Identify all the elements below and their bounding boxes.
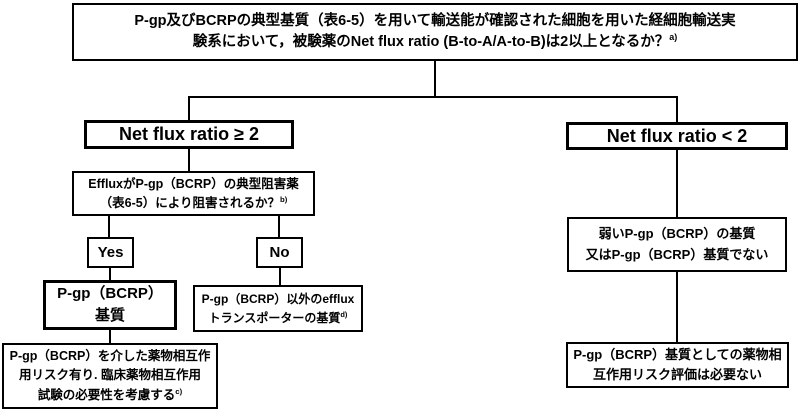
right-branch-header-box: Net flux ratio < 2 [566, 122, 788, 150]
footnote-marker-c: c) [175, 386, 183, 396]
connector-root-down [434, 60, 436, 97]
yes-box: Yes [87, 237, 134, 268]
no-risk-box: P-gp（BCRP）基質としての薬物相 互作用リスク評価は必要ない [566, 342, 789, 388]
other-efflux-line1: P-gp（BCRP）以外のefflux [201, 291, 355, 306]
connector-branch-horizontal [188, 96, 678, 98]
left-branch-header-label: Net flux ratio ≥ 2 [119, 124, 259, 145]
root-question-line2: 験系において，被験薬のNet flux ratio (B-to-A/A-to-B… [192, 32, 678, 50]
connector-no-down [279, 268, 281, 286]
root-question-line1: P-gp及びBCRPの典型基質（表6-5）を用いて輸送能が確認された細胞を用いた… [134, 12, 736, 29]
efflux-question-box: EffluxがP-gp（BCRP）の典型阻害薬 （表6-5）により阻害されるか？… [72, 171, 315, 216]
no-box: No [256, 237, 303, 268]
connector-no-drop [278, 215, 280, 238]
connector-right-header-down [676, 150, 678, 217]
interaction-risk-line2: 用リスク有り. 臨床薬物相互作用 [19, 368, 201, 383]
connector-yes-down [109, 268, 111, 281]
pgp-substrate-line1: P-gp（BCRP） [57, 285, 163, 303]
root-question-box: P-gp及びBCRPの典型基質（表6-5）を用いて輸送能が確認された細胞を用いた… [72, 3, 798, 61]
connector-yes-drop [108, 215, 110, 238]
footnote-marker-d: d) [340, 309, 348, 319]
connector-substrate-down [109, 330, 111, 343]
weak-substrate-line1: 弱いP-gp（BCRP）の基質 [598, 225, 756, 241]
efflux-question-line1: EffluxがP-gp（BCRP）の典型阻害薬 [88, 176, 299, 191]
footnote-marker-b: b) [280, 194, 288, 204]
no-risk-line2: 互作用リスク評価は必要ない [592, 367, 762, 382]
right-branch-header-label: Net flux ratio < 2 [606, 125, 748, 146]
interaction-risk-line3: 試験の必要性を考慮するc) [37, 386, 183, 402]
connector-weak-down [676, 272, 678, 342]
interaction-risk-line1: P-gp（BCRP）を介した薬物相互作 [9, 348, 211, 363]
yes-label: Yes [97, 243, 124, 261]
footnote-marker-a: a) [669, 32, 678, 43]
pgp-substrate-box: P-gp（BCRP） 基質 [43, 280, 177, 330]
no-label: No [269, 243, 290, 261]
other-efflux-box: P-gp（BCRP）以外のefflux トランスポーターの基質d) [193, 285, 363, 332]
pgp-substrate-line2: 基質 [94, 307, 125, 324]
connector-left-drop [188, 96, 190, 122]
efflux-question-line2: （表6-5）により阻害されるか？b) [99, 194, 288, 210]
weak-substrate-line2: 又はP-gp（BCRP）基質でない [585, 246, 769, 262]
no-risk-line1: P-gp（BCRP）基質としての薬物相 [573, 346, 782, 362]
connector-right-drop [676, 96, 678, 124]
interaction-risk-box: P-gp（BCRP）を介した薬物相互作 用リスク有り. 臨床薬物相互作用 試験の… [2, 343, 218, 409]
other-efflux-line2: トランスポーターの基質d) [208, 309, 348, 325]
left-branch-header-box: Net flux ratio ≥ 2 [84, 120, 294, 149]
connector-left-header-down [188, 148, 190, 172]
weak-substrate-box: 弱いP-gp（BCRP）の基質 又はP-gp（BCRP）基質でない [567, 217, 787, 272]
